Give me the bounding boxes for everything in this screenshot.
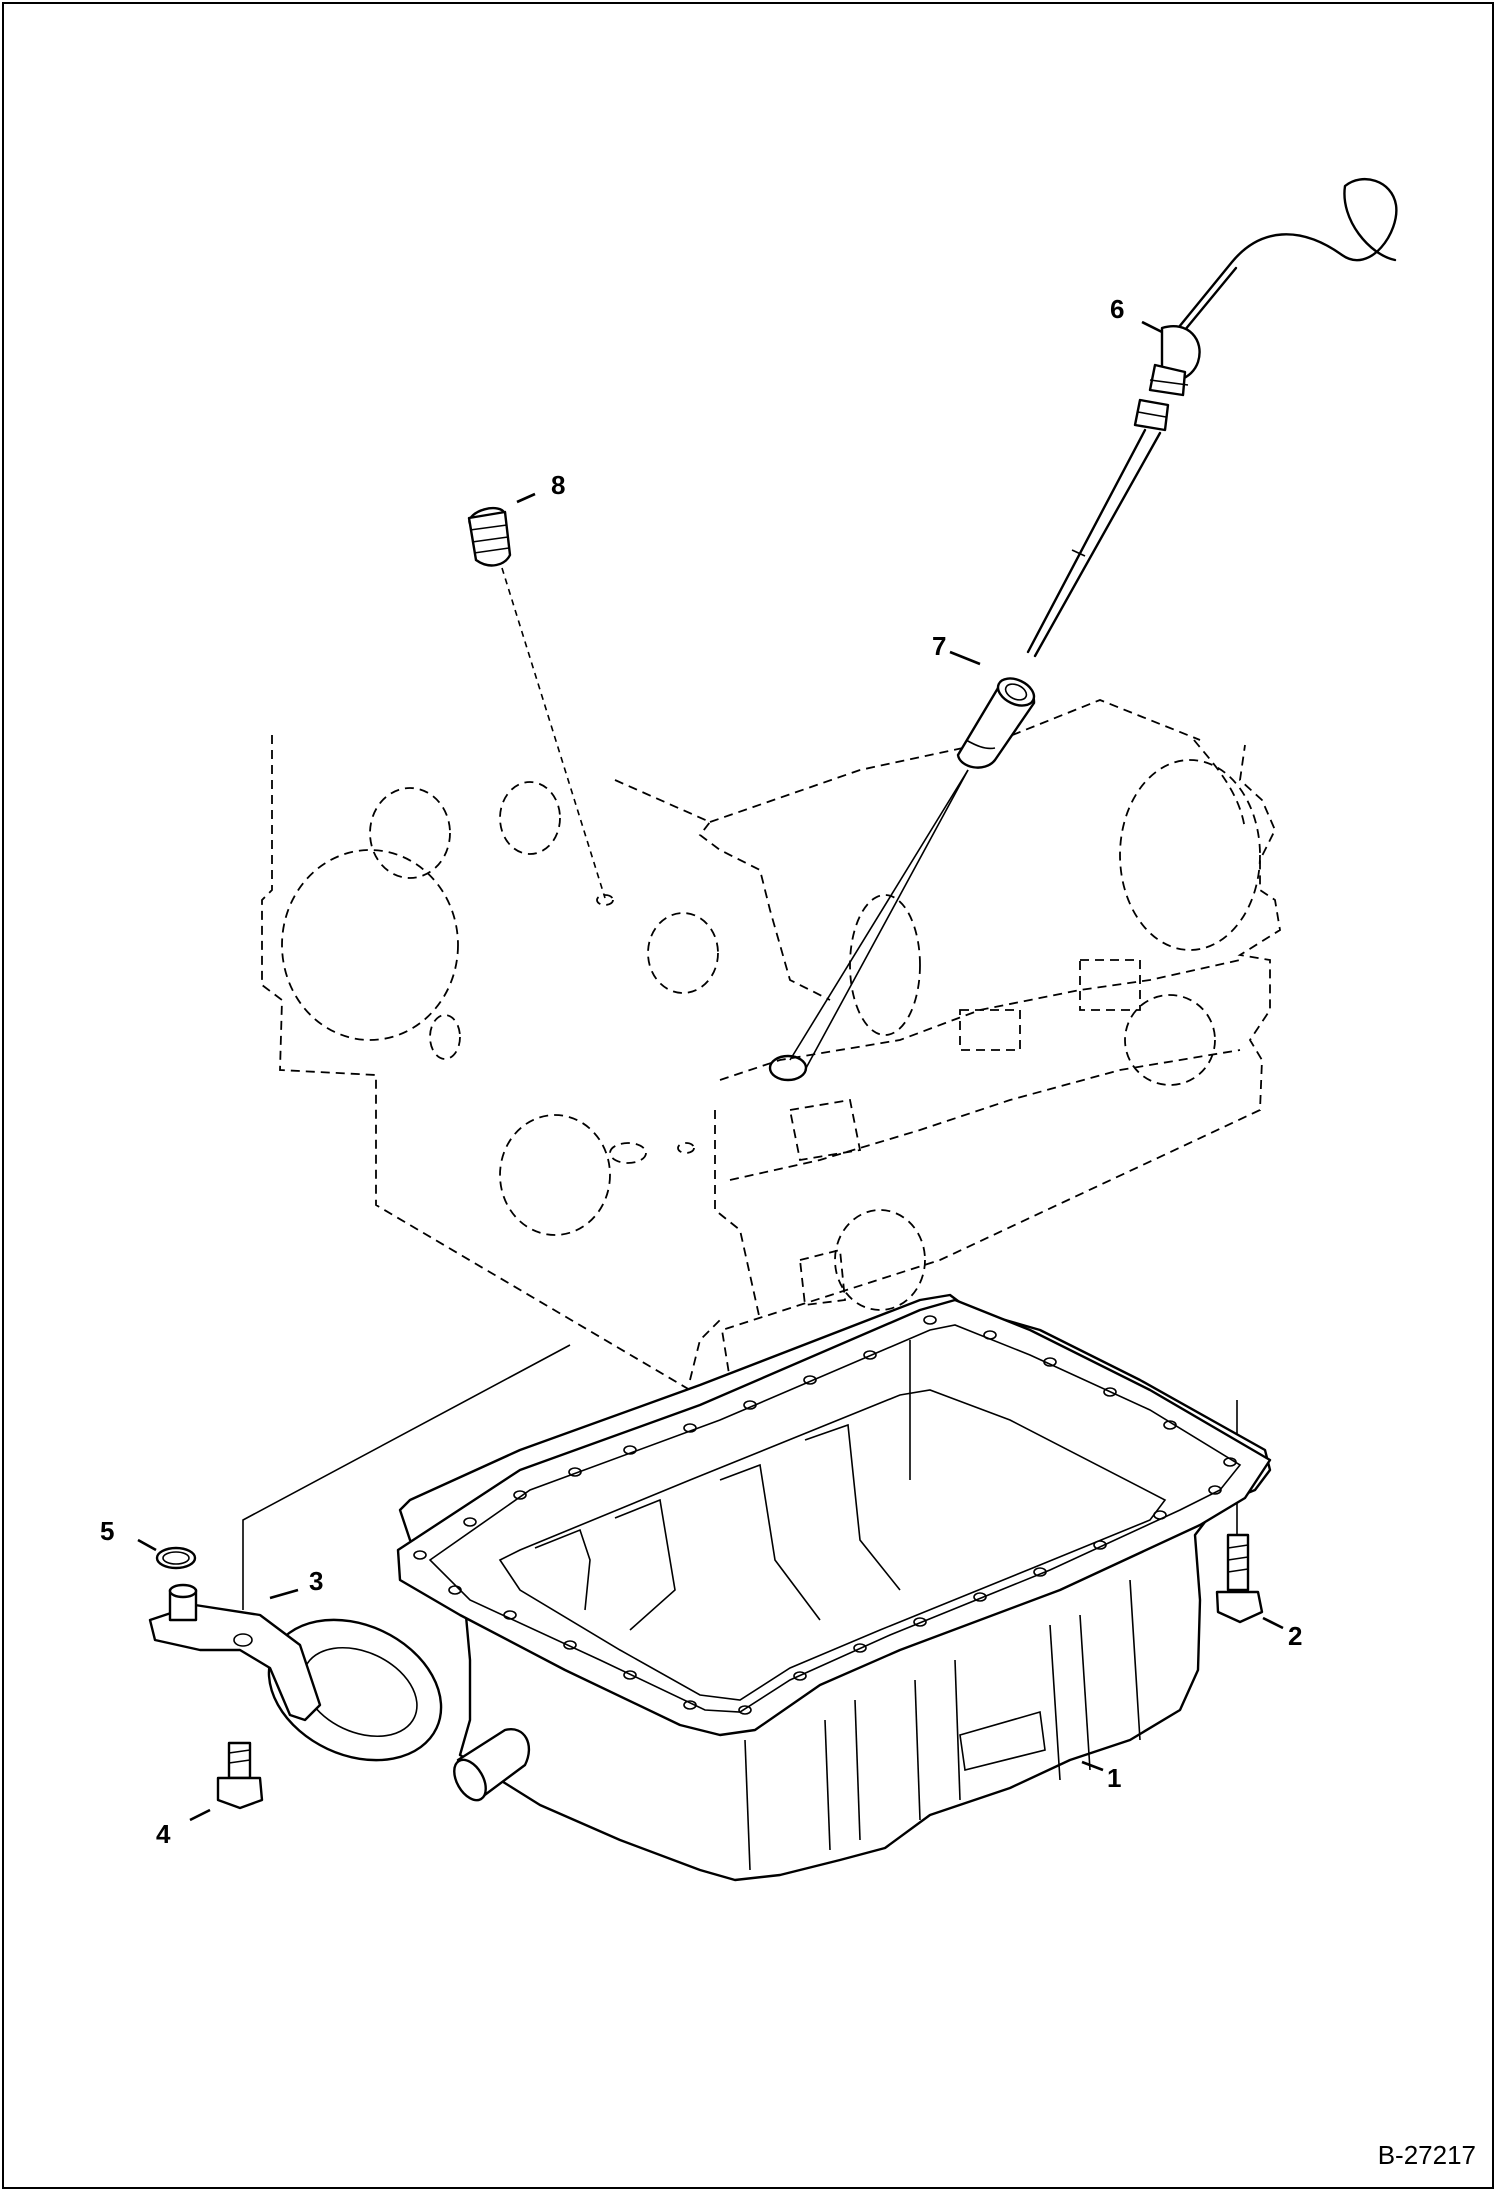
drain-plug-part: [1215, 1533, 1264, 1624]
flange-bolt-hole: [983, 1330, 997, 1340]
dipstick-part: [1026, 177, 1398, 658]
flange-bolt-hole: [568, 1467, 582, 1477]
callout-2: 2: [1288, 1621, 1303, 1651]
flange-bolt-hole: [563, 1640, 577, 1650]
flange-bolt-hole: [623, 1670, 637, 1680]
flange-bolt-hole: [1208, 1485, 1222, 1495]
o-ring-part: [155, 1546, 197, 1570]
flange-bolt-hole: [448, 1585, 462, 1595]
callout-7: 7: [932, 631, 947, 661]
flange-bolt-hole: [853, 1643, 867, 1653]
callout-4: 4: [156, 1819, 171, 1849]
assembly-guide-lines: [242, 567, 1238, 1610]
callout-1: 1: [1107, 1763, 1122, 1793]
flange-bolt-hole: [623, 1445, 637, 1455]
flange-bolt-hole: [738, 1705, 752, 1715]
flange-bolt-hole: [1093, 1540, 1107, 1550]
flange-bolt-hole: [913, 1617, 927, 1627]
figure-id: B-27217: [1377, 2140, 1476, 2170]
callout-6: 6: [1110, 294, 1125, 324]
flange-bolt-hole: [923, 1315, 937, 1325]
callout-5: 5: [100, 1516, 115, 1546]
flange-bolt-hole: [1153, 1510, 1167, 1520]
flange-bolt-hole: [1223, 1457, 1237, 1467]
flange-bolt-hole: [1163, 1420, 1177, 1430]
flange-bolt-hole: [413, 1550, 427, 1560]
engine-block-outline: [261, 699, 1281, 1391]
flange-bolt-hole: [1033, 1567, 1047, 1577]
flange-bolt-hole: [683, 1423, 697, 1433]
dipstick-guide-part: [956, 677, 1036, 769]
plug-part: [467, 506, 512, 567]
flange-bolt-hole: [803, 1375, 817, 1385]
callout-8: 8: [551, 470, 566, 500]
strainer-part: [148, 1583, 443, 1762]
flange-bolt-hole: [503, 1610, 517, 1620]
flange-bolt-hole: [793, 1671, 807, 1681]
flange-bolt-hole: [683, 1700, 697, 1710]
flange-bolt-hole: [743, 1400, 757, 1410]
flange-bolt-hole: [513, 1490, 527, 1500]
oil-pan-part: [396, 1293, 1272, 1882]
strainer-bolt-part: [216, 1741, 264, 1810]
flange-bolt-hole: [863, 1350, 877, 1360]
flange-bolt-hole: [1103, 1387, 1117, 1397]
callout-leaders: [137, 320, 1284, 1822]
flange-bolt-hole: [1043, 1357, 1057, 1367]
callout-3: 3: [309, 1566, 324, 1596]
flange-bolt-hole: [463, 1517, 477, 1527]
flange-bolt-hole: [973, 1592, 987, 1602]
